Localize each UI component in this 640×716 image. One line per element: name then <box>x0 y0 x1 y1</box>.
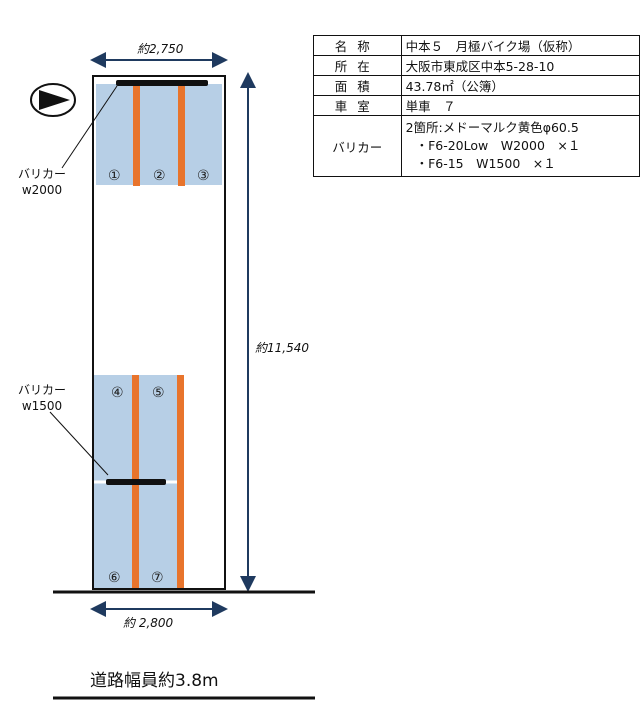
table-row: 所在 大阪市東成区中本5-28-10 <box>313 55 640 76</box>
divider-line <box>133 86 140 186</box>
north-arrow-icon <box>30 83 76 117</box>
dimension-bottom-width-label: 約 2,800 <box>123 616 174 630</box>
barrier-w2000 <box>116 80 208 86</box>
road-width-label: 道路幅員約3.8m <box>90 671 219 691</box>
barrier-top-label: バリカー w2000 <box>12 166 72 198</box>
barrier-top-name: バリカー <box>17 167 66 181</box>
row-value-area: 43.78㎡（公簿） <box>400 75 640 96</box>
barrier-top-width: w2000 <box>21 183 63 197</box>
site-outline <box>92 75 226 590</box>
barrier-mid-name: バリカー <box>17 383 66 397</box>
property-info-table: 名称 中本５ 月極バイク場（仮称） 所在 大阪市東成区中本5-28-10 面積 … <box>313 35 640 177</box>
barrier-spec-line: 2箇所:メドーマルク黄色φ60.5 <box>405 120 579 135</box>
row-value-name: 中本５ 月極バイク場（仮称） <box>400 35 640 56</box>
space-number-7: ⑦ <box>151 570 164 586</box>
barrier-w1500 <box>106 479 166 485</box>
row-value-location: 大阪市東成区中本5-28-10 <box>400 55 640 76</box>
space-number-4: ④ <box>111 385 124 401</box>
barrier-spec-line: ・F6-20Low W2000 ×１ <box>415 138 581 153</box>
barrier-mid-width: w1500 <box>21 399 63 413</box>
row-label-area: 面積 <box>313 75 402 96</box>
row-label-barrier: バリカー <box>313 115 402 177</box>
row-value-barrier: 2箇所:メドーマルク黄色φ60.5 ・F6-20Low W2000 ×１ ・F6… <box>400 115 640 177</box>
divider-line <box>177 375 184 588</box>
dimension-height-label: 約11,540 <box>255 341 309 355</box>
leader-line <box>49 411 109 476</box>
dimension-top-width-label: 約2,750 <box>137 42 184 56</box>
space-number-5: ⑤ <box>152 385 165 401</box>
table-row: バリカー 2箇所:メドーマルク黄色φ60.5 ・F6-20Low W2000 ×… <box>313 115 640 177</box>
space-number-3: ③ <box>197 168 210 184</box>
barrier-mid-label: バリカー w1500 <box>12 382 72 414</box>
divider-line <box>178 86 185 186</box>
table-row: 面積 43.78㎡（公簿） <box>313 75 640 96</box>
parking-area-top <box>96 84 222 185</box>
space-number-2: ② <box>153 168 166 184</box>
space-number-6: ⑥ <box>108 570 121 586</box>
table-row: 名称 中本５ 月極バイク場（仮称） <box>313 35 640 56</box>
space-number-1: ① <box>108 168 121 184</box>
table-row: 車室 単車 ７ <box>313 95 640 116</box>
leader-line <box>61 85 118 169</box>
barrier-spec-line: ・F6-15 W1500 ×１ <box>415 156 556 171</box>
